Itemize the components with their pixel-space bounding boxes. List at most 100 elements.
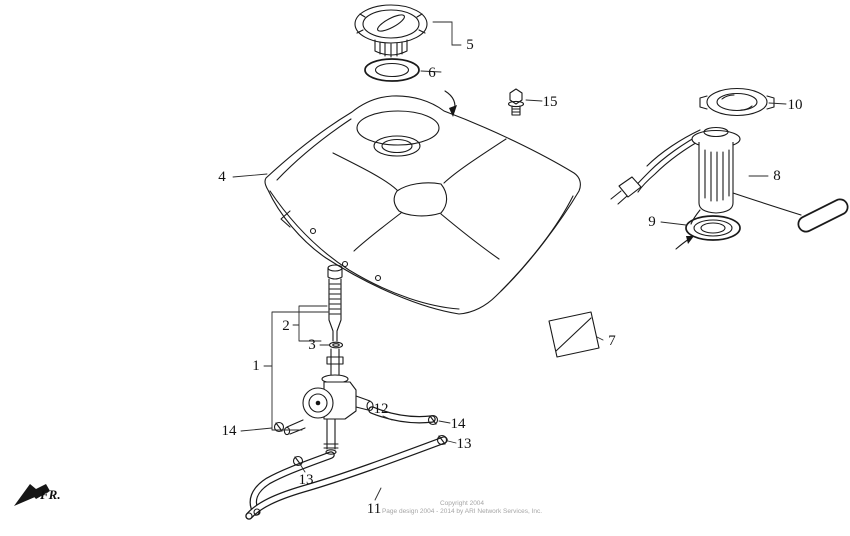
callout-5: 5 <box>466 37 474 53</box>
leader-2 <box>292 305 328 342</box>
clip-13-left <box>292 455 304 467</box>
leader-14-right <box>438 420 451 424</box>
label-fold-line <box>555 317 592 352</box>
bolt-hex-head <box>509 88 523 105</box>
leader-7 <box>596 336 604 341</box>
filler-gasket <box>364 58 420 82</box>
clip-13-right-tab <box>438 435 446 445</box>
callout-9: 9 <box>648 214 656 230</box>
leader-10 <box>768 102 787 105</box>
tank-outline <box>264 95 581 315</box>
gasket-inner <box>374 62 410 78</box>
callout-13-right: 13 <box>457 436 472 452</box>
callout-3: 3 <box>308 337 316 353</box>
callout-10: 10 <box>788 97 803 113</box>
drain-hose-inner <box>250 452 334 515</box>
callout-15: 15 <box>543 94 558 110</box>
callout-14-left: 14 <box>222 423 238 439</box>
fuel-sender-unit <box>610 126 849 233</box>
fuel-hoses <box>245 406 448 520</box>
gauge-cap-marks <box>721 94 753 111</box>
gauge-cap-outer <box>706 87 768 117</box>
o-ring <box>328 341 344 349</box>
seal-mid <box>693 219 733 237</box>
gauge-cap-inner <box>716 92 758 112</box>
vacuum-hose-inner <box>369 407 435 423</box>
float-body-fill <box>799 200 847 231</box>
diaphragm-inner <box>308 393 328 413</box>
callout-1: 1 <box>252 358 260 374</box>
bottom-outlet-end <box>325 449 337 455</box>
mount-hole-1 <box>309 227 317 235</box>
leader-6 <box>420 70 442 73</box>
callout-13-left: 13 <box>299 472 314 488</box>
fr-label: FR. <box>39 487 61 502</box>
seal-arrow-curve <box>675 238 690 250</box>
left-fitting-tube <box>286 419 306 435</box>
right-barb-end <box>366 400 374 412</box>
leader-12 <box>382 415 393 421</box>
mount-hole-2 <box>341 260 349 268</box>
fuel-valve <box>283 348 374 455</box>
clip-14-right <box>427 414 439 426</box>
callout-2: 2 <box>282 318 290 334</box>
fuel-cap <box>354 4 428 58</box>
copyright-line2: Page design 2004 - 2014 by ARI Network S… <box>382 508 542 515</box>
leader-1 <box>263 311 329 431</box>
bottom-outlet-tube <box>323 418 339 450</box>
leader-14-left <box>240 427 273 432</box>
seal-outer <box>685 215 741 241</box>
callout-11: 11 <box>367 501 381 517</box>
bolt-flange <box>507 100 525 108</box>
filler-neck-outer <box>373 135 421 157</box>
fuel-tank <box>264 90 581 315</box>
connector-prongs <box>610 190 628 205</box>
fuel-gauge-cap <box>699 87 775 117</box>
diaphragm-screw <box>315 400 321 406</box>
mounting-bolt <box>507 88 525 116</box>
fr-arrow-tail-icon <box>30 484 50 499</box>
fuel-hose-end-ring <box>245 512 253 520</box>
mount-hole-3 <box>374 274 382 282</box>
valve-stem <box>326 348 344 378</box>
sender-float-chamber <box>698 142 734 214</box>
gasket-outer <box>364 58 420 82</box>
leader-9 <box>660 221 687 226</box>
fuel-hose-inner <box>246 437 447 519</box>
filler-neck-inner <box>381 138 413 154</box>
gauge-cap-ears <box>699 95 775 110</box>
caution-label <box>548 311 600 358</box>
install-arrow-head <box>449 105 457 117</box>
leader-5 <box>432 21 462 46</box>
leader-11 <box>374 487 382 501</box>
leader-13-right <box>447 440 457 444</box>
tank-crease-center <box>393 182 448 217</box>
fuel-strainer <box>327 264 343 342</box>
strainer-ribs <box>329 283 341 315</box>
seal-arrow-head <box>686 236 694 244</box>
callout-12: 12 <box>374 401 389 417</box>
strainer-outline <box>327 267 343 342</box>
cap-grip-slot <box>377 14 405 32</box>
o-ring-outer <box>328 341 344 349</box>
float-arm <box>732 192 802 216</box>
cap-stem-ribs <box>374 39 408 58</box>
leader-4 <box>232 173 268 178</box>
strainer-top-cap <box>327 264 343 272</box>
copyright-watermark: Copyright 2004 Page design 2004 - 2014 b… <box>382 500 542 515</box>
sender-seal <box>675 215 741 250</box>
drain-hose-end-ring <box>253 508 261 516</box>
callout-14-right: 14 <box>451 416 467 432</box>
callout-4: 4 <box>218 169 226 185</box>
clip-14-left <box>273 421 285 433</box>
sender-pipe <box>690 209 701 225</box>
callout-labels: 1 2 3 4 5 6 7 8 9 10 11 12 13 13 14 14 1… <box>218 37 802 517</box>
sender-top-cap <box>703 126 729 138</box>
right-barb <box>355 395 371 411</box>
clip-14-right-tab <box>429 415 437 425</box>
front-direction-marker: FR. <box>14 484 61 506</box>
callout-6: 6 <box>428 65 436 81</box>
clip-13-right <box>436 434 448 446</box>
